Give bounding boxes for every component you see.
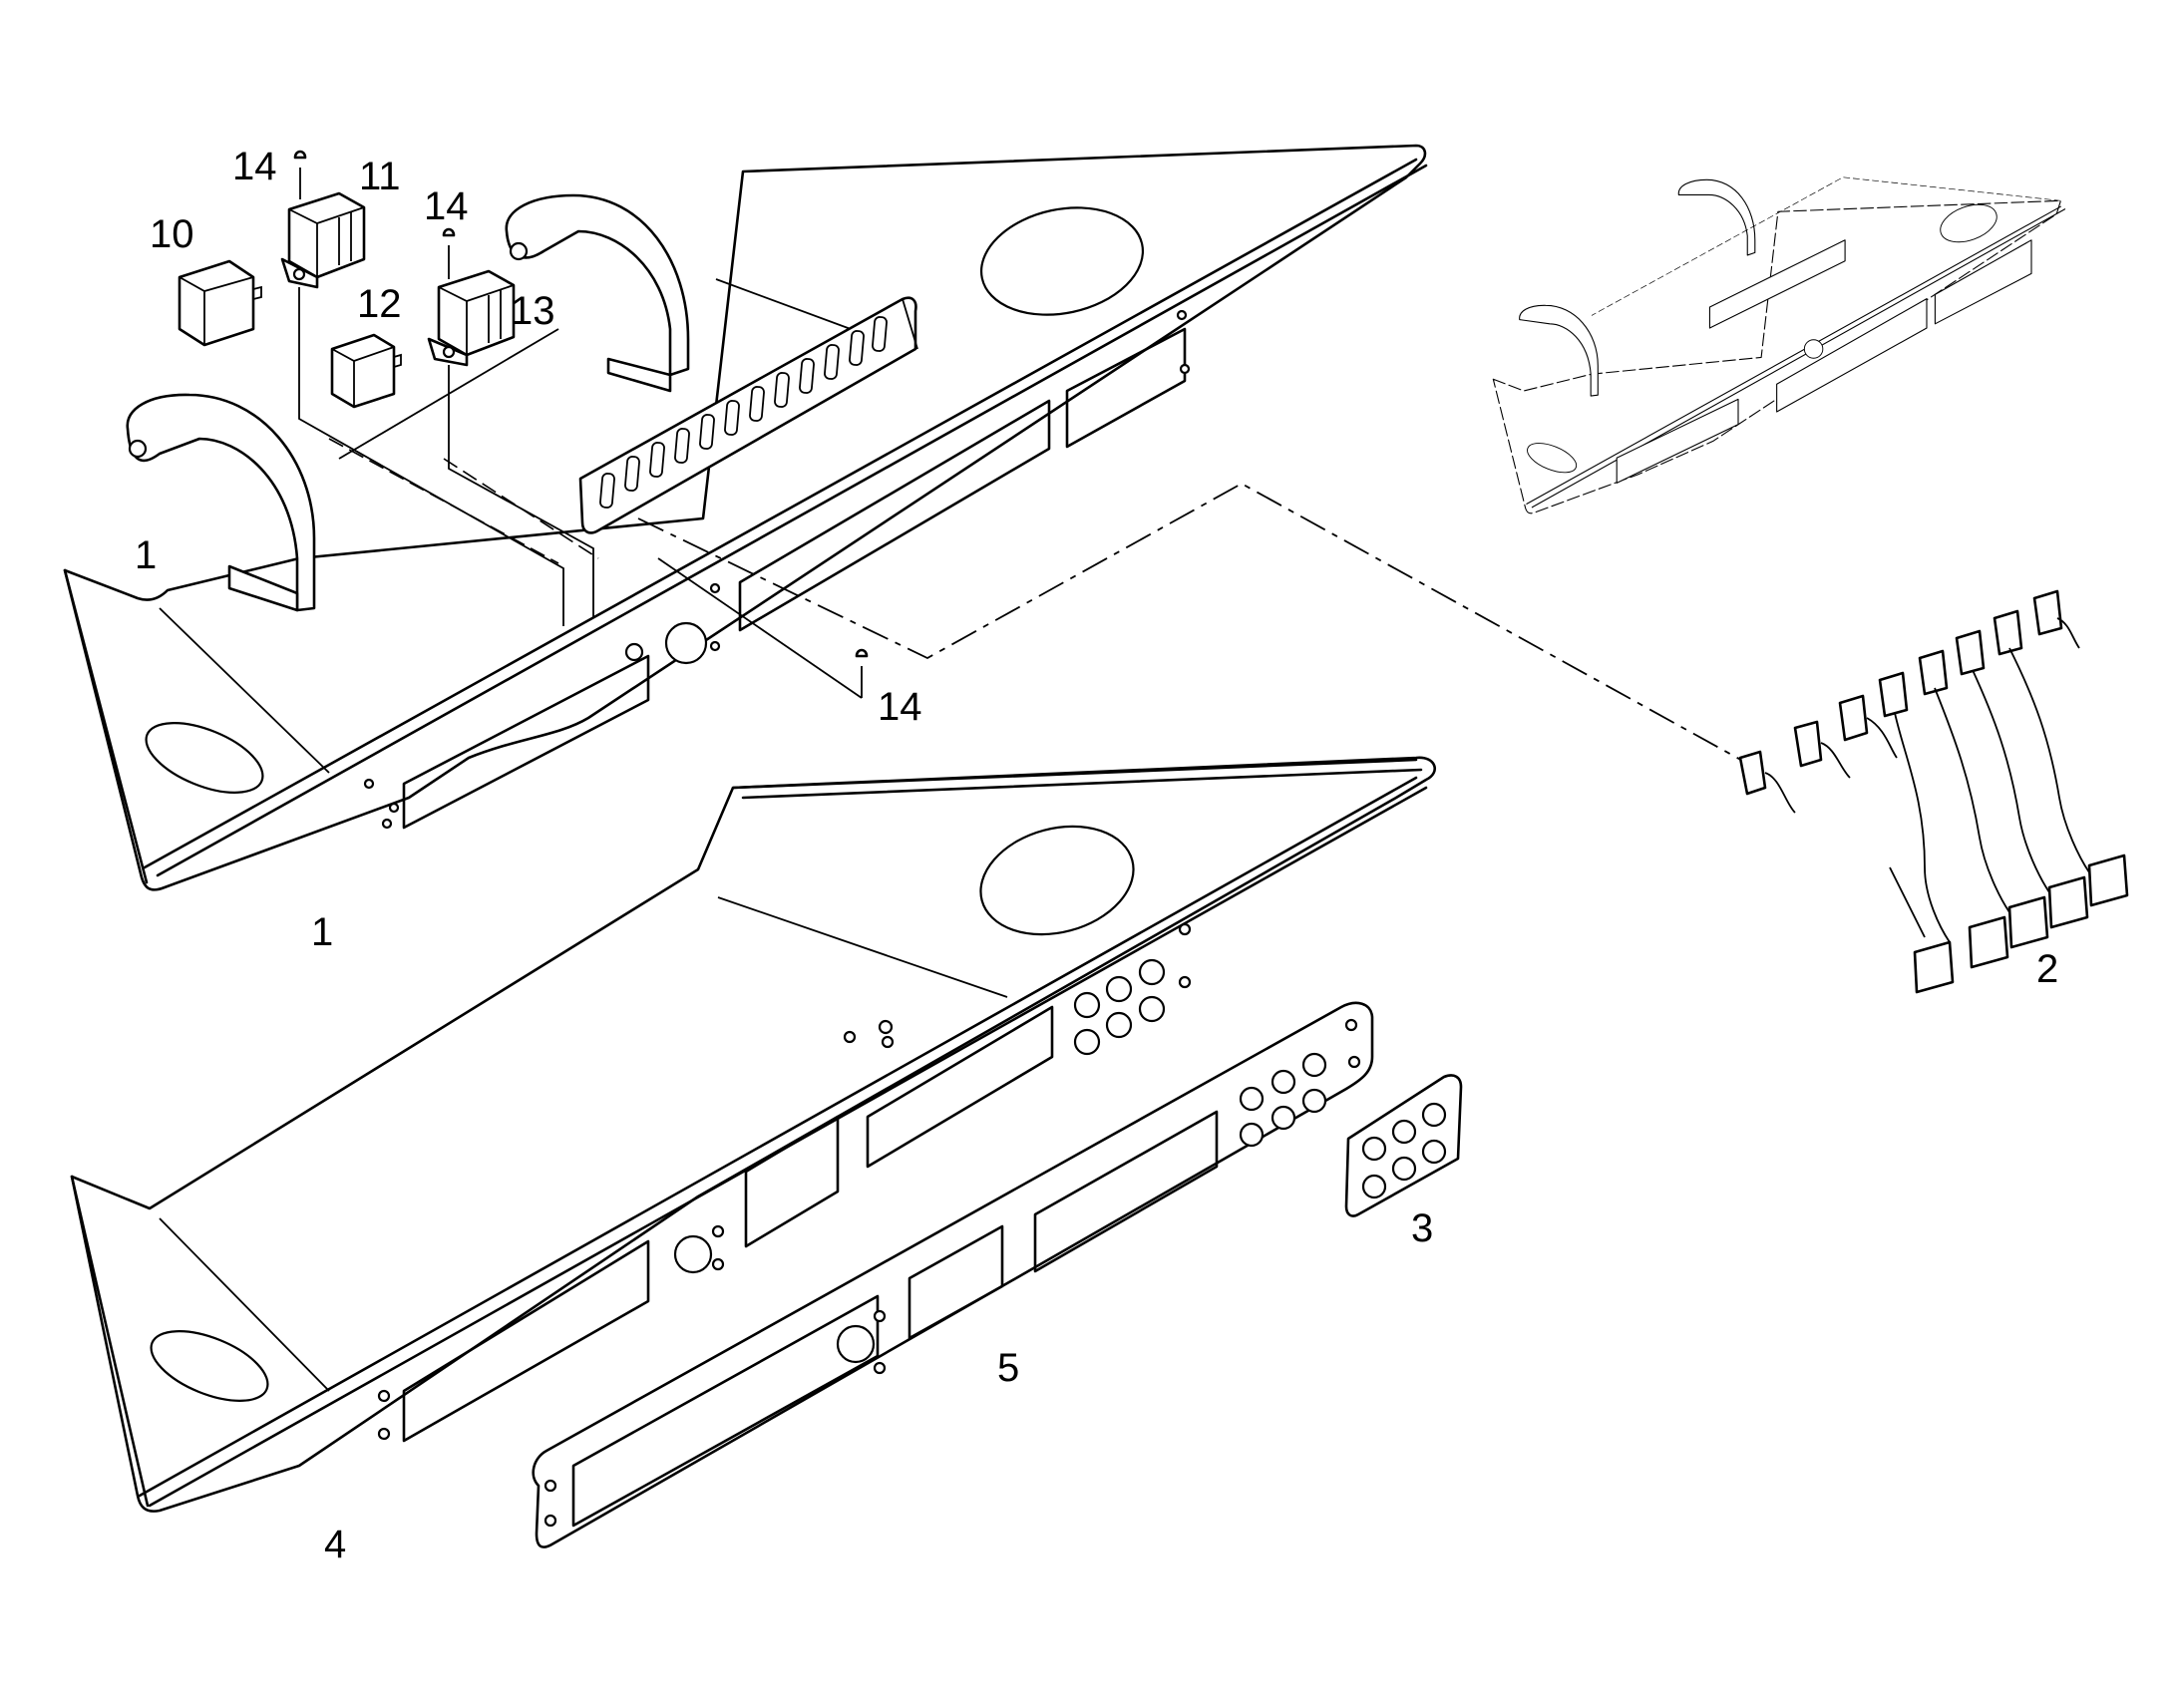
callout-2-harness: 2 [2036,947,2058,991]
screw-14 [855,648,869,698]
callout-4-lower-console: 4 [324,1523,346,1566]
small-switch-plate [1344,1074,1463,1217]
callout-1-upper-bracket: 1 [135,533,157,577]
wiring-harness [1738,589,2129,994]
callout-5-bezel: 5 [997,1346,1019,1390]
callout-10-relay: 10 [150,212,194,256]
callout-12-relay: 12 [357,282,402,326]
callout-14-screw-b: 14 [424,184,469,228]
callout-1-upper-console: 1 [311,910,333,954]
bezel-plate [532,1001,1374,1548]
callout-14-screw-c: 14 [878,685,922,729]
callout-3-small-plate: 3 [1411,1206,1433,1250]
relay-10 [178,259,262,347]
relay-11 [280,150,366,289]
callout-13-relay: 13 [511,289,555,333]
relay-12 [330,333,402,409]
callout-11-relay: 11 [359,155,401,198]
callout-14-screw-a: 14 [232,145,277,188]
inset-assembled-view [1492,176,2066,514]
lower-console-panel [70,756,1436,1513]
upper-console-panel [63,144,1428,891]
relay-13 [427,227,516,367]
